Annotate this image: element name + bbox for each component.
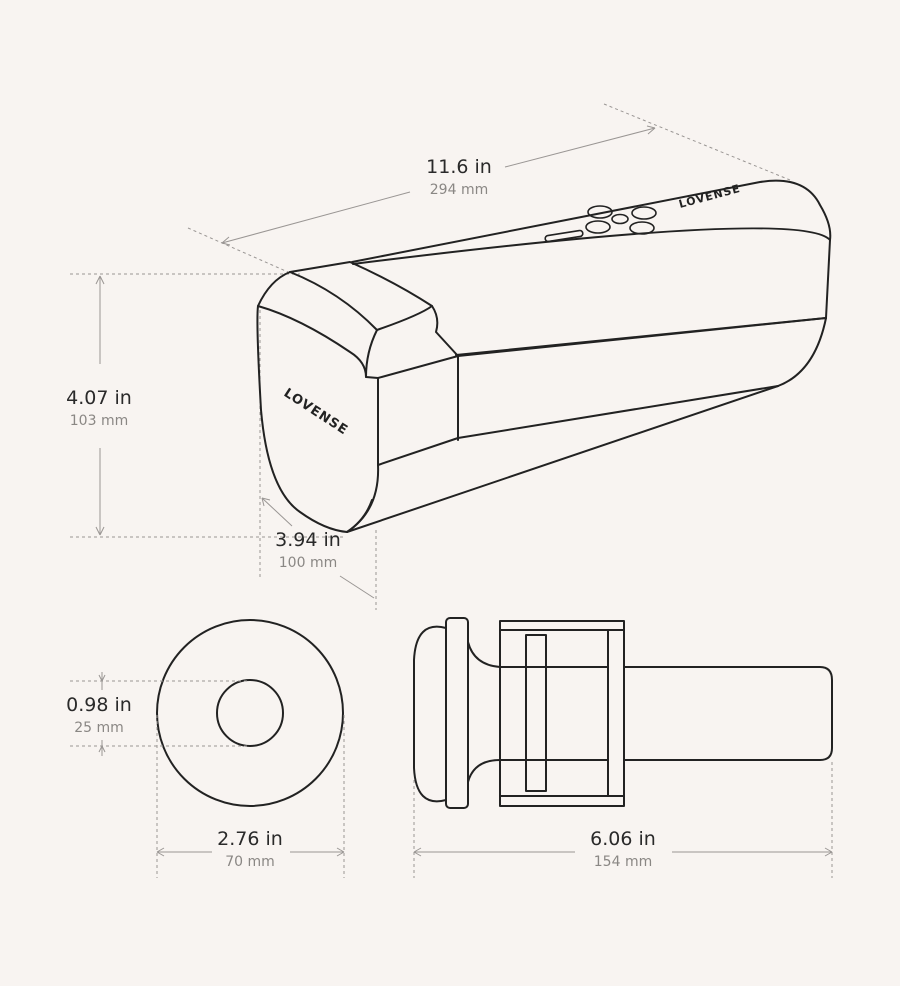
control-buttons: [544, 205, 657, 243]
sleeve-length-label: 6.06 in 154 mm: [590, 827, 656, 871]
opening-label: 0.98 in 25 mm: [66, 693, 132, 737]
sleeve-diameter-imperial: 2.76 in: [217, 828, 283, 850]
opening-metric: 25 mm: [74, 720, 124, 736]
sleeve-diameter-label: 2.76 in 70 mm: [217, 827, 283, 871]
top-logo: LOVENSE: [677, 182, 742, 211]
dimension-guides: [70, 103, 791, 610]
height-metric: 103 mm: [69, 413, 129, 429]
sleeve-side-view: [413, 617, 833, 878]
width-metric: 100 mm: [278, 555, 338, 571]
length-imperial: 11.6 in: [426, 156, 492, 178]
width-label: 3.94 in 100 mm: [275, 528, 341, 572]
opening-imperial: 0.98 in: [66, 694, 132, 716]
height-label: 4.07 in 103 mm: [66, 386, 132, 430]
sleeve-end-view: [70, 619, 345, 878]
front-logo: LOVENSE: [281, 386, 351, 439]
height-imperial: 4.07 in: [66, 387, 132, 409]
sleeve-length-metric: 154 mm: [593, 854, 653, 870]
length-metric: 294 mm: [429, 182, 489, 198]
width-imperial: 3.94 in: [275, 529, 341, 551]
sleeve-diameter-metric: 70 mm: [225, 854, 275, 870]
device-isometric: LOVENSE LOVENSE: [256, 179, 832, 533]
length-label: 11.6 in 294 mm: [426, 155, 492, 199]
sleeve-length-imperial: 6.06 in: [590, 828, 656, 850]
